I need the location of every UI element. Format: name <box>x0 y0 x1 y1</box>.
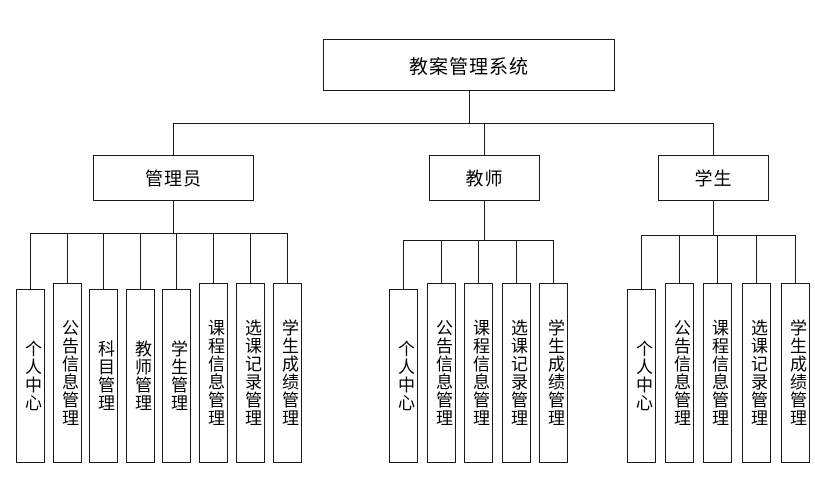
connector-teacher-leaf-drop-1 <box>403 240 404 289</box>
node-admin-feature-1[interactable]: 个人中心 <box>16 289 45 463</box>
connector-admin-stem <box>173 201 174 233</box>
node-role-admin[interactable]: 管理员 <box>93 155 254 201</box>
connector-student-leaf-drop-1 <box>641 235 642 289</box>
connector-root-stem <box>469 91 470 123</box>
node-role-student-label: 学生 <box>694 169 733 190</box>
connector-student-leaf-drop-3 <box>717 235 718 283</box>
connector-admin-leaf-drop-1 <box>30 233 31 289</box>
node-student-feature-5-label: 学生成绩管理 <box>786 319 806 427</box>
node-student-feature-2-label: 公告信息管理 <box>670 319 690 427</box>
connector-student-leaf-drop-2 <box>679 235 680 283</box>
connector-admin-leaf-drop-8 <box>287 233 288 283</box>
connector-admin-leaf-drop-2 <box>67 233 68 283</box>
connector-teacher-leaf-drop-5 <box>553 240 554 283</box>
connector-teacher-leaf-drop-4 <box>516 240 517 283</box>
connector-drop-teacher <box>484 123 485 155</box>
node-teacher-feature-2[interactable]: 公告信息管理 <box>427 283 456 463</box>
connector-admin-leaf-drop-6 <box>213 233 214 283</box>
node-teacher-feature-1-label: 个人中心 <box>394 340 414 412</box>
node-role-teacher-label: 教师 <box>465 169 504 190</box>
node-admin-feature-3-label: 科目管理 <box>94 340 114 412</box>
connector-student-stem <box>713 201 714 235</box>
node-teacher-feature-3[interactable]: 课程信息管理 <box>464 283 493 463</box>
connector-student-leaf-drop-4 <box>756 235 757 283</box>
node-admin-feature-4-label: 教师管理 <box>131 340 151 412</box>
connector-teacher-leaf-drop-3 <box>478 240 479 283</box>
node-admin-feature-6[interactable]: 课程信息管理 <box>199 283 228 463</box>
node-admin-feature-2-label: 公告信息管理 <box>58 319 78 427</box>
node-admin-feature-1-label: 个人中心 <box>21 340 41 412</box>
connector-admin-leaf-drop-5 <box>176 233 177 289</box>
connector-teacher-stem <box>484 201 485 240</box>
node-admin-feature-6-label: 课程信息管理 <box>204 319 224 427</box>
connector-admin-leaf-drop-7 <box>250 233 251 283</box>
node-teacher-feature-4[interactable]: 选课记录管理 <box>502 283 531 463</box>
connector-drop-admin <box>173 123 174 155</box>
node-teacher-feature-5[interactable]: 学生成绩管理 <box>539 283 568 463</box>
node-root-label: 教案管理系统 <box>408 55 529 78</box>
node-student-feature-2[interactable]: 公告信息管理 <box>665 283 694 463</box>
connector-student-leaf-drop-5 <box>795 235 796 283</box>
node-root-system[interactable]: 教案管理系统 <box>323 39 615 91</box>
node-admin-feature-3[interactable]: 科目管理 <box>89 289 118 463</box>
connector-teacher-leaf-drop-2 <box>441 240 442 283</box>
connector-admin-bus <box>30 233 287 234</box>
connector-admin-leaf-drop-3 <box>103 233 104 289</box>
node-teacher-feature-3-label: 课程信息管理 <box>469 319 489 427</box>
node-role-admin-label: 管理员 <box>145 169 202 190</box>
node-teacher-feature-4-label: 选课记录管理 <box>507 319 527 427</box>
node-role-teacher[interactable]: 教师 <box>429 155 540 201</box>
connector-admin-leaf-drop-4 <box>140 233 141 289</box>
node-student-feature-1-label: 个人中心 <box>632 340 652 412</box>
node-student-feature-3[interactable]: 课程信息管理 <box>703 283 732 463</box>
node-student-feature-1[interactable]: 个人中心 <box>627 289 656 463</box>
node-admin-feature-8-label: 学生成绩管理 <box>278 319 298 427</box>
node-admin-feature-8[interactable]: 学生成绩管理 <box>273 283 302 463</box>
node-admin-feature-2[interactable]: 公告信息管理 <box>53 283 82 463</box>
node-admin-feature-5-label: 学生管理 <box>167 340 187 412</box>
node-student-feature-3-label: 课程信息管理 <box>708 319 728 427</box>
node-role-student[interactable]: 学生 <box>658 155 769 201</box>
node-admin-feature-7[interactable]: 选课记录管理 <box>236 283 265 463</box>
connector-main-bus <box>173 123 713 124</box>
node-student-feature-5[interactable]: 学生成绩管理 <box>781 283 810 463</box>
node-admin-feature-5[interactable]: 学生管理 <box>162 289 191 463</box>
node-teacher-feature-5-label: 学生成绩管理 <box>544 319 564 427</box>
node-admin-feature-7-label: 选课记录管理 <box>241 319 261 427</box>
connector-student-bus <box>641 235 795 236</box>
node-teacher-feature-2-label: 公告信息管理 <box>432 319 452 427</box>
connector-drop-student <box>713 123 714 155</box>
node-admin-feature-4[interactable]: 教师管理 <box>126 289 155 463</box>
node-teacher-feature-1[interactable]: 个人中心 <box>389 289 418 463</box>
node-student-feature-4[interactable]: 选课记录管理 <box>742 283 771 463</box>
node-student-feature-4-label: 选课记录管理 <box>747 319 767 427</box>
